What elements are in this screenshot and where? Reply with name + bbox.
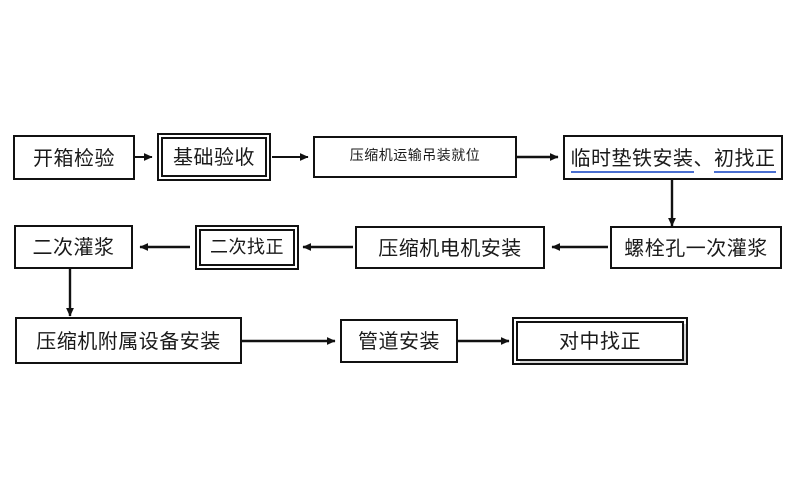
- node-foundation-acceptance[interactable]: 基础验收: [157, 133, 271, 181]
- node-label: 管道安装: [358, 329, 440, 353]
- node-bolt-hole-first-grouting[interactable]: 螺栓孔一次灌浆: [610, 226, 782, 269]
- node-label: 压缩机附属设备安装: [36, 328, 221, 353]
- node-secondary-alignment[interactable]: 二次找正: [195, 225, 299, 270]
- node-label: 开箱检验: [33, 145, 115, 170]
- node-label-group: 临时垫铁安装、初找正: [570, 145, 776, 173]
- node-unpacking-inspection[interactable]: 开箱检验: [13, 135, 135, 180]
- link-initial-alignment[interactable]: 初找正: [714, 145, 776, 173]
- node-label: 螺栓孔一次灌浆: [624, 235, 768, 260]
- node-label: 压缩机电机安装: [378, 235, 522, 260]
- node-centering-alignment[interactable]: 对中找正: [512, 317, 688, 365]
- link-temporary-shim-install[interactable]: 临时垫铁安装: [570, 145, 694, 173]
- node-label: 压缩机运输吊装就位: [349, 148, 481, 165]
- node-label: 对中找正: [559, 329, 641, 353]
- node-label-separator: 、: [693, 145, 714, 170]
- node-compressor-auxiliary-equipment-installation[interactable]: 压缩机附属设备安装: [15, 317, 242, 364]
- node-compressor-motor-installation[interactable]: 压缩机电机安装: [355, 226, 545, 269]
- node-label: 二次找正: [210, 236, 284, 258]
- node-compressor-transport-hoisting[interactable]: 压缩机运输吊装就位: [313, 136, 517, 178]
- node-secondary-grouting[interactable]: 二次灌浆: [14, 225, 133, 269]
- node-label: 基础验收: [173, 145, 255, 169]
- node-label: 二次灌浆: [32, 235, 115, 259]
- node-temporary-shim-initial-alignment[interactable]: 临时垫铁安装、初找正: [563, 135, 783, 180]
- node-piping-installation[interactable]: 管道安装: [340, 319, 458, 363]
